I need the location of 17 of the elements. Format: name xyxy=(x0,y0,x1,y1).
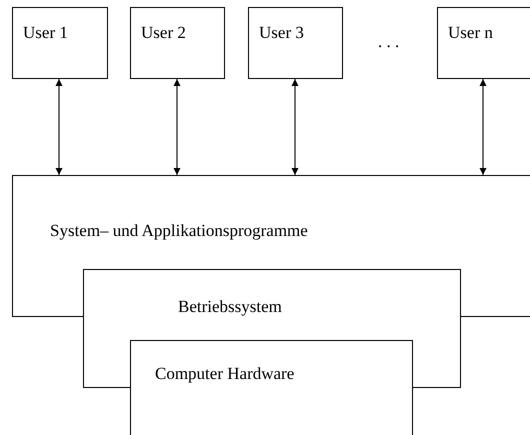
double-arrow xyxy=(480,78,486,176)
box-label: User 2 xyxy=(141,24,186,43)
box-label: User 3 xyxy=(259,24,304,43)
user-box xyxy=(437,7,530,79)
box-label: Computer Hardware xyxy=(155,365,294,384)
user-box xyxy=(130,7,225,79)
box-label: User 1 xyxy=(23,24,68,43)
ellipsis-text: . . . xyxy=(378,33,400,52)
box-label: System– und Applikationsprogramme xyxy=(50,222,308,241)
double-arrow xyxy=(56,78,62,176)
box-label: User n xyxy=(448,24,493,43)
double-arrow xyxy=(292,78,298,176)
user-box xyxy=(248,7,343,79)
user-box xyxy=(12,7,108,79)
layer-box xyxy=(130,340,413,435)
box-label: Betriebssystem xyxy=(178,298,282,317)
double-arrow xyxy=(174,78,180,176)
